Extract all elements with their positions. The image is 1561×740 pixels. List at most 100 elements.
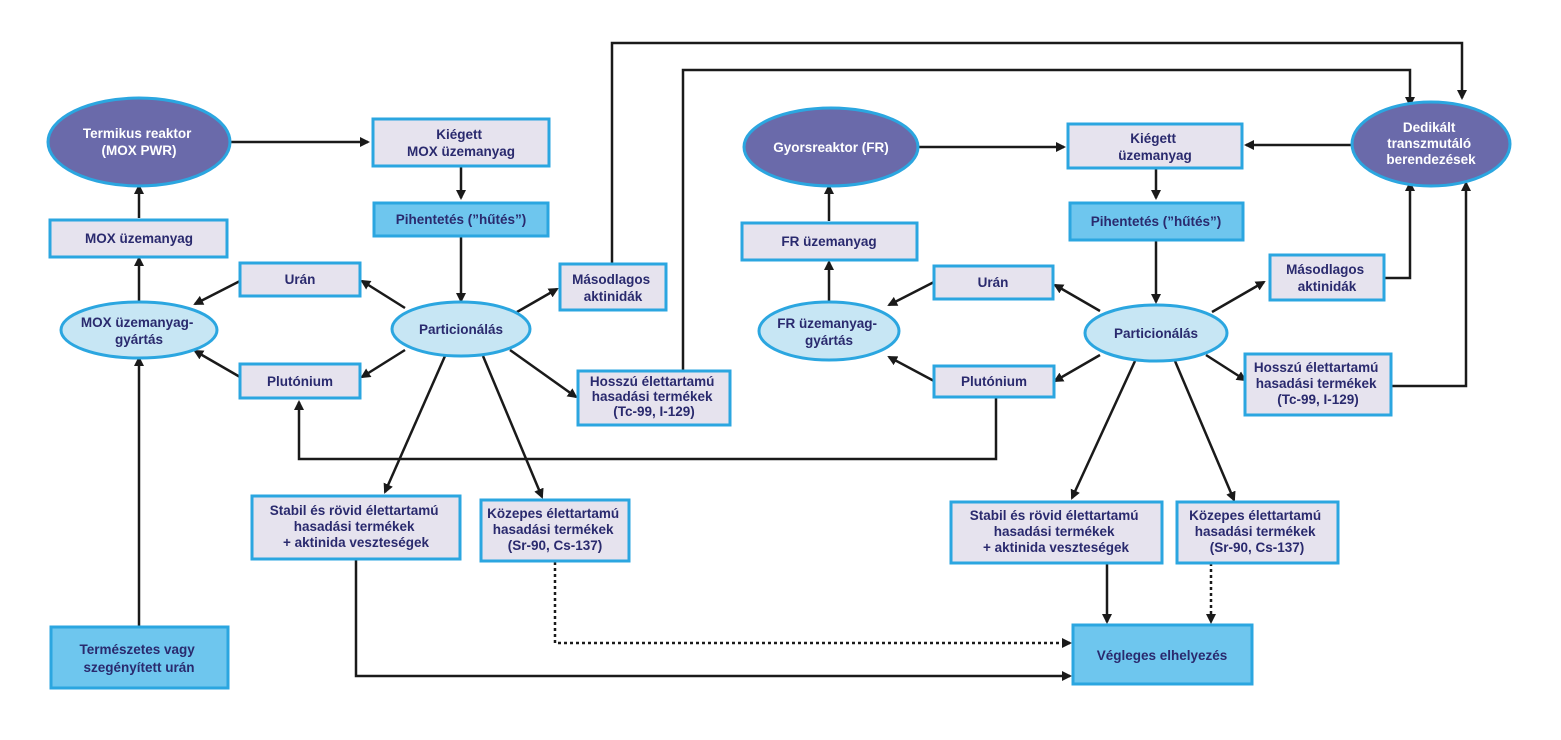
right-medium-line-1: Közepes élettartamú	[1189, 508, 1321, 523]
right-medium-line-3: (Sr-90, Cs-137)	[1210, 540, 1305, 555]
edge-partitioning-to-uranium	[360, 279, 406, 310]
edge-partitioning-to-stable-right	[1070, 360, 1137, 500]
edge-partitioning-to-longlived	[509, 348, 578, 399]
left-fuel-label: MOX üzemanyag	[85, 231, 193, 246]
right-stable-line-1: Stabil és rövid élettartamú	[970, 508, 1139, 523]
edge-plutonium-to-fabrication	[193, 349, 241, 379]
right-minor-line-2: aktinidák	[1298, 279, 1357, 294]
edge-partitioning-to-minor	[516, 287, 559, 314]
svg-text:Stabil és rövid élettartamú: Stabil és rövid élettartamú hasadási ter…	[970, 508, 1143, 555]
right-spent-line-1: Kiégett	[1130, 131, 1176, 146]
left-fab-line-2: gyártás	[115, 332, 163, 347]
left-partitioning-label: Particionálás	[419, 322, 503, 337]
left-thermal-reactor: Termikus reaktor (MOX PWR)	[46, 96, 232, 188]
right-long-line-2: hasadási termékek	[1256, 376, 1377, 391]
right-stable-fp: Stabil és rövid élettartamú hasadási ter…	[949, 500, 1164, 565]
left-mox-fuel: MOX üzemanyag	[48, 218, 229, 259]
right-reactor-label: Gyorsreaktor (FR)	[773, 140, 889, 155]
left-natural-line-1: Természetes vagy	[79, 642, 195, 657]
right-spent-fuel: Kiégett üzemanyag	[1066, 122, 1244, 170]
svg-text:Természetes vagy szegény: Természetes vagy szegényített urán	[79, 642, 198, 675]
right-uranium: Urán	[932, 264, 1055, 301]
left-stable-fp: Stabil és rövid élettartamú hasadási ter…	[250, 494, 462, 561]
svg-text:Másodlagos aktinidák: Másodlagos aktinidák	[1286, 262, 1368, 294]
left-cooling: Pihentetés (”hűtés”)	[372, 201, 550, 238]
left-minor-line-2: aktinidák	[584, 289, 643, 304]
left-stable-line-1: Stabil és rövid élettartamú	[270, 503, 439, 518]
right-trans-line-2: transzmutáló	[1387, 136, 1471, 151]
left-natural-uranium: Természetes vagy szegényített urán	[49, 625, 230, 690]
right-fabrication: FR üzemanyag- gyártás	[757, 300, 901, 362]
right-partitioning: Particionálás	[1083, 303, 1229, 363]
left-stable-line-2: hasadási termékek	[294, 519, 415, 534]
left-uranium: Urán	[238, 261, 362, 298]
svg-text:Hosszú élettartamú hasad: Hosszú élettartamú hasadási termékek (Tc…	[590, 374, 718, 419]
edge-partitioning-to-plutonium	[360, 348, 406, 379]
connectors	[134, 41, 1471, 681]
left-reactor-line-1: Termikus reaktor	[83, 126, 192, 141]
left-medium-fp: Közepes élettartamú hasadási termékek (S…	[479, 498, 631, 563]
right-fab-line-1: FR üzemanyag-	[777, 316, 877, 331]
svg-text:Közepes élettartamú hasa: Közepes élettartamú hasadási termékek (S…	[487, 506, 623, 553]
right-fab-line-2: gyártás	[805, 333, 853, 348]
left-long-line-1: Hosszú élettartamú	[590, 374, 715, 389]
left-medium-line-1: Közepes élettartamú	[487, 506, 619, 521]
edge-longlived-to-transmutation-right	[1391, 181, 1471, 388]
left-stable-line-3: + aktinida veszteségek	[283, 535, 429, 550]
right-uranium-label: Urán	[978, 275, 1009, 290]
right-fuel-label: FR üzemanyag	[781, 234, 876, 249]
edge-plutonium-right-to-fuel-left	[294, 397, 998, 461]
svg-text:Másodlagos aktinidák: Másodlagos aktinidák	[572, 272, 654, 304]
left-long-line-3: (Tc-99, I-129)	[613, 404, 695, 419]
right-spent-line-2: üzemanyag	[1118, 148, 1192, 163]
edge-uranium-to-fabrication-right	[887, 280, 935, 307]
left-uranium-label: Urán	[285, 272, 316, 287]
svg-text:Termikus reaktor (MOX PW: Termikus reaktor (MOX PWR)	[83, 126, 195, 158]
right-medium-line-2: hasadási termékek	[1195, 524, 1316, 539]
svg-text:Hosszú élettartamú hasad: Hosszú élettartamú hasadási termékek (Tc…	[1254, 360, 1382, 407]
right-minor-actinides: Másodlagos aktinidák	[1268, 253, 1386, 302]
edge-stable-to-disposal	[354, 560, 1072, 681]
left-reactor-line-2: (MOX PWR)	[102, 143, 177, 158]
svg-text:FR üzemanyag- gyártás: FR üzemanyag- gyártás	[777, 316, 881, 348]
right-transmutation: Dedikált transzmutáló berendezések	[1350, 100, 1512, 188]
svg-text:Stabil és rövid élettartamú: Stabil és rövid élettartamú hasadási ter…	[270, 503, 443, 550]
left-medium-line-2: hasadási termékek	[493, 522, 614, 537]
edge-partitioning-to-longlived-right	[1205, 353, 1247, 382]
left-spent-line-1: Kiégett	[436, 127, 482, 142]
edge-partitioning-to-minor-right	[1211, 280, 1266, 314]
right-minor-line-1: Másodlagos	[1286, 262, 1364, 277]
edge-partitioning-to-uranium-right	[1053, 283, 1101, 313]
right-long-lived-fp: Hosszú élettartamú hasadási termékek (Tc…	[1243, 352, 1393, 417]
left-minor-line-1: Másodlagos	[572, 272, 650, 287]
right-plutonium: Plutónium	[932, 364, 1056, 399]
edge-medium-to-disposal	[553, 562, 1072, 648]
left-spent-line-2: MOX üzemanyag	[407, 144, 515, 159]
right-stable-line-3: + aktinida veszteségek	[983, 540, 1129, 555]
svg-text:MOX üzemanyag- gyártás: MOX üzemanyag- gyártás	[81, 315, 197, 347]
left-partitioning: Particionálás	[390, 300, 532, 358]
edge-minor-to-transmutation-right	[1384, 181, 1415, 280]
edge-longlived-to-transmutation	[681, 68, 1415, 372]
right-long-line-1: Hosszú élettartamú	[1254, 360, 1379, 375]
right-partitioning-label: Particionálás	[1114, 326, 1198, 341]
svg-text:Közepes élettartamú hasa: Közepes élettartamú hasadási termékek (S…	[1189, 508, 1325, 555]
right-long-line-3: (Tc-99, I-129)	[1277, 392, 1359, 407]
left-natural-line-2: szegényített urán	[83, 660, 194, 675]
right-cooling: Pihentetés (”hűtés”)	[1068, 201, 1245, 242]
left-spent-fuel: Kiégett MOX üzemanyag	[371, 117, 551, 168]
right-medium-fp: Közepes élettartamú hasadási termékek (S…	[1175, 500, 1340, 565]
right-final-disposal: Végleges elhelyezés	[1071, 623, 1254, 686]
right-disposal-label: Végleges elhelyezés	[1097, 648, 1228, 663]
edge-partitioning-to-medium	[481, 355, 544, 499]
edge-partitioning-to-medium-right	[1173, 360, 1236, 502]
left-long-lived-fp: Hosszú élettartamú hasadási termékek (Tc…	[576, 369, 732, 427]
left-fabrication: MOX üzemanyag- gyártás	[59, 300, 219, 360]
left-plutonium-label: Plutónium	[267, 374, 333, 389]
edge-plutonium-to-fabrication-right	[887, 355, 935, 383]
left-long-line-2: hasadási termékek	[592, 389, 713, 404]
right-fast-reactor: Gyorsreaktor (FR)	[742, 106, 920, 188]
left-plutonium: Plutónium	[238, 362, 362, 400]
left-medium-line-3: (Sr-90, Cs-137)	[508, 538, 603, 553]
